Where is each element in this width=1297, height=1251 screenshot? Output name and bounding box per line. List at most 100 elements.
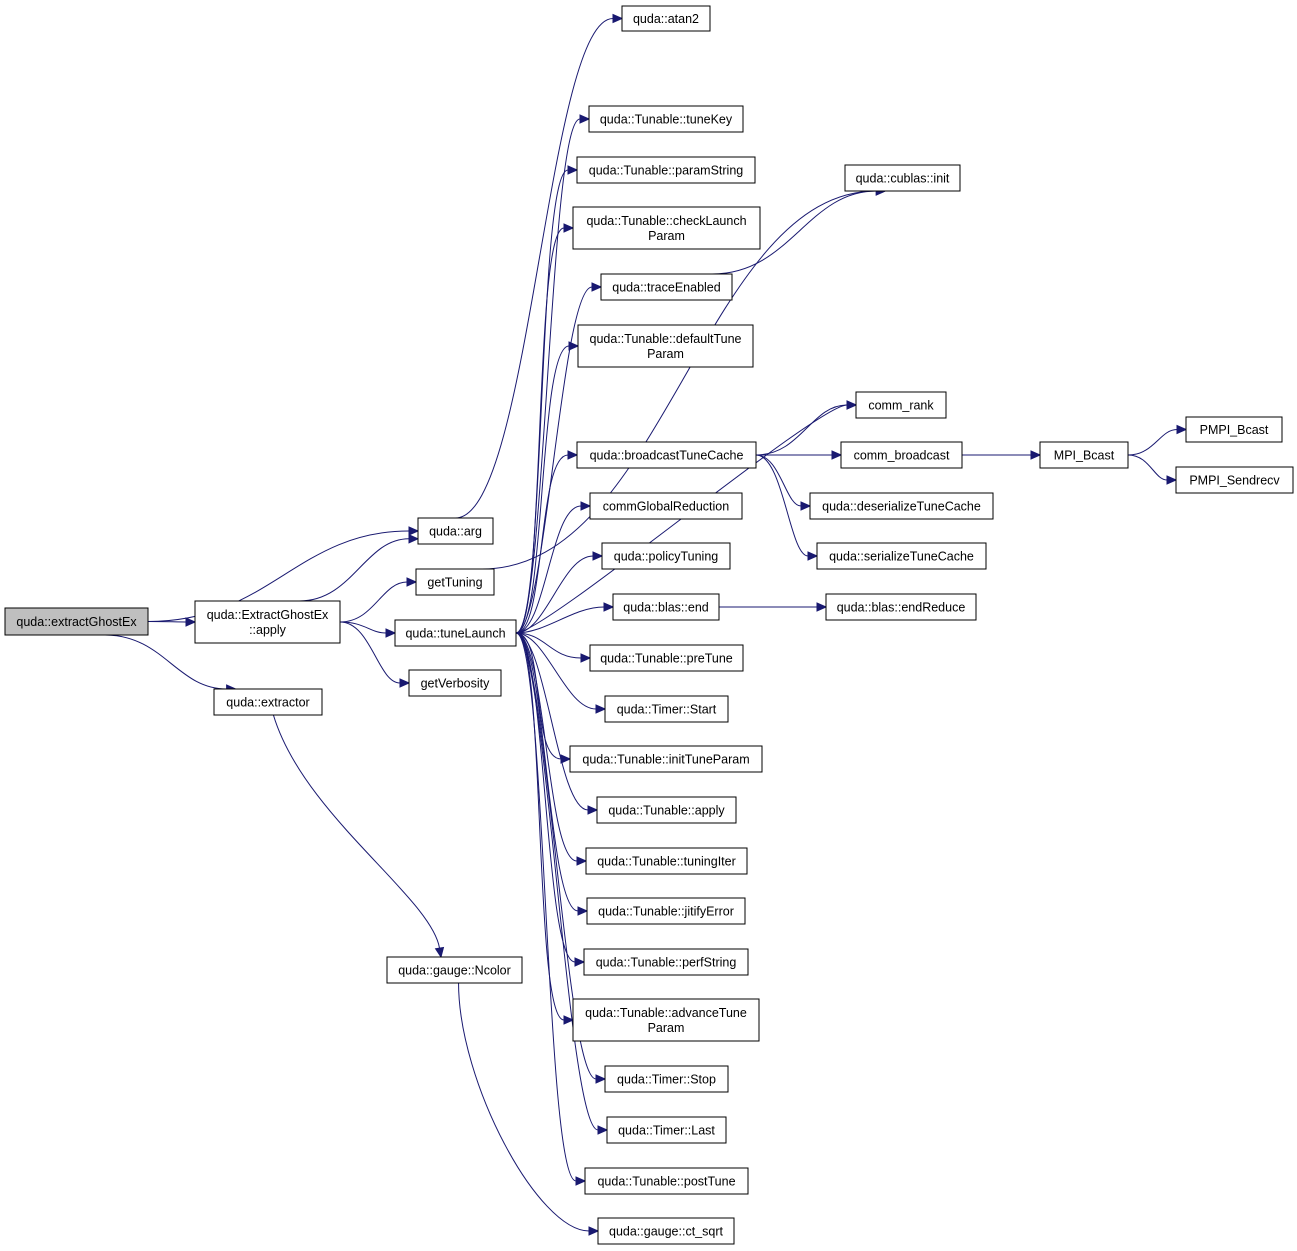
node-arg[interactable]: quda::arg (417, 517, 494, 545)
node-label: quda::policyTuning (614, 550, 719, 564)
node-tune-key[interactable]: quda::Tunable::tuneKey (588, 105, 744, 133)
arrow-head-icon (568, 341, 580, 351)
node-cublas-init[interactable]: quda::cublas::init (844, 164, 961, 192)
node-tuning-iter[interactable]: quda::Tunable::tuningIter (585, 847, 748, 875)
edge-line (515, 632, 576, 963)
edge-apply-to-tune-launch (339, 621, 397, 638)
edge-blas-end-to-end-reduce (718, 602, 828, 612)
node-box (583, 948, 749, 976)
arrow-head-icon (563, 1015, 575, 1025)
node-box (588, 105, 744, 133)
node-deserialize[interactable]: quda::deserializeTuneCache (809, 492, 994, 520)
node-get-verbosity[interactable]: getVerbosity (408, 669, 502, 697)
node-extractor[interactable]: quda::extractor (213, 688, 323, 716)
node-label: quda::arg (429, 525, 482, 539)
node-label: PMPI_Sendrecv (1189, 474, 1280, 488)
node-param-string[interactable]: quda::Tunable::paramString (576, 156, 756, 184)
arrow-head-icon (574, 957, 586, 967)
arrow-head-icon (575, 1176, 587, 1186)
node-label: quda::traceEnabled (612, 281, 720, 295)
node-pmpi-bcast[interactable]: PMPI_Bcast (1185, 416, 1283, 443)
node-box (4, 607, 149, 636)
node-mpi-bcast[interactable]: MPI_Bcast (1039, 441, 1129, 469)
node-comm-global[interactable]: commGlobalReduction (589, 492, 743, 520)
edge-line (272, 714, 441, 949)
edge-line (147, 530, 410, 622)
edge-broadcast-tc-to-deserialize (755, 454, 812, 511)
edge-tune-launch-to-timer-stop (515, 632, 607, 1084)
node-timer-stop[interactable]: quda::Timer::Stop (604, 1065, 729, 1093)
edge-line (515, 632, 599, 1131)
node-label: comm_rank (868, 399, 934, 413)
arrow-head-icon (1166, 475, 1178, 485)
edge-tune-launch-to-broadcast-tc (515, 450, 579, 634)
node-box (606, 1116, 727, 1144)
node-label: quda::Tunable::preTune (600, 652, 733, 666)
node-label: quda::Tunable::postTune (597, 1175, 735, 1189)
arrow-head-icon (567, 165, 579, 175)
edge-line (515, 169, 569, 634)
node-timer-last[interactable]: quda::Timer::Last (606, 1116, 727, 1144)
node-box (1039, 441, 1129, 469)
node-post-tune[interactable]: quda::Tunable::postTune (584, 1167, 749, 1195)
arrow-head-icon (560, 754, 572, 764)
node-comm-rank[interactable]: comm_rank (855, 391, 947, 419)
node-end-reduce[interactable]: quda::blas::endReduce (825, 593, 977, 621)
node-box (194, 600, 341, 644)
node-box (576, 156, 756, 184)
node-root[interactable]: quda::extractGhostEx (4, 607, 149, 636)
edge-extractor-to-ncolor (272, 714, 445, 959)
edge-line (299, 538, 410, 602)
arrow-head-icon (816, 602, 828, 612)
node-label: getTuning (427, 576, 482, 590)
node-serialize[interactable]: quda::serializeTuneCache (816, 542, 987, 570)
node-tun-apply[interactable]: quda::Tunable::apply (596, 796, 737, 824)
arrow-head-icon (580, 501, 592, 511)
edge-line (515, 118, 581, 634)
edge-mpi-bcast-to-pmpi-sendrecv (1127, 454, 1178, 485)
node-label: quda::Tunable::paramString (589, 164, 744, 178)
node-init-tune[interactable]: quda::Tunable::initTuneParam (569, 745, 763, 773)
node-pre-tune[interactable]: quda::Tunable::preTune (589, 644, 744, 672)
node-policy-tuning[interactable]: quda::policyTuning (601, 542, 731, 570)
edge-line (515, 632, 597, 1080)
node-jitify[interactable]: quda::Tunable::jitifyError (586, 897, 746, 925)
node-box (604, 1065, 729, 1093)
node-atan2[interactable]: quda::atan2 (621, 5, 711, 32)
edge-tune-launch-to-post-tune (515, 632, 587, 1186)
node-box (809, 492, 994, 520)
arrow-head-icon (185, 617, 197, 627)
node-get-tuning[interactable]: getTuning (415, 568, 495, 596)
node-box (589, 644, 744, 672)
node-broadcast-tc[interactable]: quda::broadcastTuneCache (576, 441, 757, 469)
node-perf-string[interactable]: quda::Tunable::perfString (583, 948, 749, 976)
node-apply[interactable]: quda::ExtractGhostEx::apply (194, 600, 341, 644)
arrow-head-icon (577, 906, 589, 916)
node-ctsqrt[interactable]: quda::gauge::ct_sqrt (597, 1217, 735, 1245)
arrow-head-icon (408, 526, 420, 536)
edge-tune-launch-to-default-tune (515, 341, 580, 634)
edge-line (339, 581, 408, 623)
node-comm-broadcast[interactable]: comm_broadcast (840, 441, 963, 469)
node-label: quda::gauge::Ncolor (398, 964, 511, 978)
arrow-head-icon (587, 805, 599, 815)
node-label: ::apply (249, 623, 287, 637)
node-pmpi-sendrecv[interactable]: PMPI_Sendrecv (1175, 466, 1294, 494)
edge-line (339, 621, 387, 634)
node-box (572, 206, 761, 250)
node-timer-start[interactable]: quda::Timer::Start (604, 695, 729, 723)
node-blas-end[interactable]: quda::blas::end (612, 593, 720, 621)
node-box (576, 441, 757, 469)
node-label: quda::blas::endReduce (837, 601, 966, 615)
edge-line (515, 632, 565, 1021)
edge-line (515, 345, 570, 634)
node-box (596, 796, 737, 824)
node-tune-launch[interactable]: quda::tuneLaunch (394, 619, 517, 647)
node-label: quda::Tunable::perfString (596, 956, 737, 970)
node-trace-enabled[interactable]: quda::traceEnabled (600, 273, 733, 301)
node-ncolor[interactable]: quda::gauge::Ncolor (386, 956, 523, 984)
